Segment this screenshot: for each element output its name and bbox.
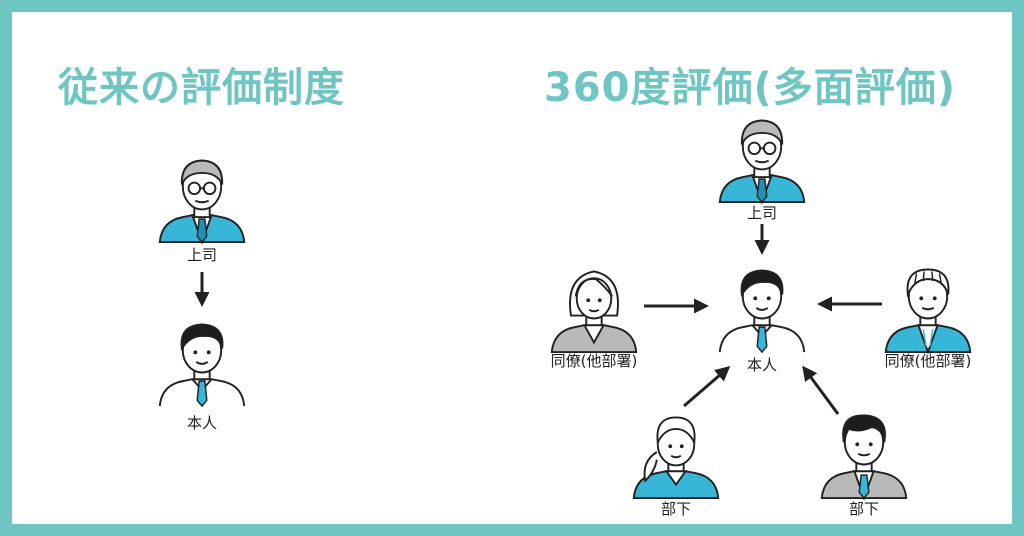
woman-peer-icon [546,258,642,354]
arrow-sub-left-to-self [683,366,731,408]
senior-manager-icon [714,108,810,204]
peer-left-label: 同僚(他部署) [550,352,638,370]
right-superior-label: 上司 [746,204,778,222]
left-self-label: 本人 [186,414,218,432]
peer-right-label: 同僚(他部署) [884,352,972,370]
man-subordinate-icon [816,404,912,500]
senior-manager-icon [154,148,250,244]
employee-icon [714,258,810,354]
subordinate-right-label: 部下 [848,500,880,518]
right-self-label: 本人 [746,356,778,374]
diagram-canvas: 従来の評価制度 360度評価(多面評価) 上司 本人 上司 本人 同僚(他部署)… [12,12,1012,524]
subordinate-left-label: 部下 [660,500,692,518]
man-peer-icon [880,258,976,354]
left-superior-label: 上司 [186,246,218,264]
woman-subordinate-icon [628,404,724,500]
employee-icon [154,312,250,408]
traditional-title: 従来の評価制度 [58,65,345,111]
multi-rater-title: 360度評価(多面評価) [544,65,957,111]
